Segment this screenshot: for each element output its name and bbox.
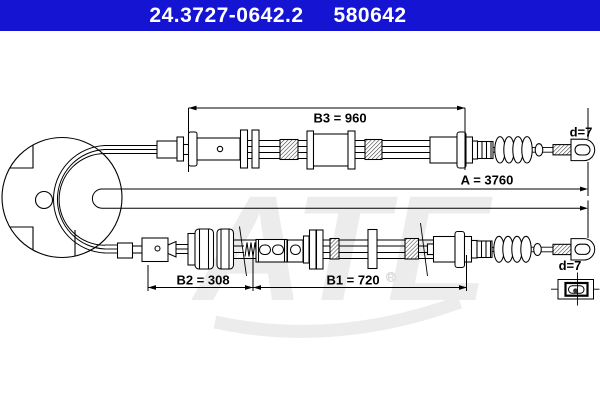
top-disc-2 [251, 129, 260, 169]
top-ferrule-hole [216, 145, 224, 153]
bottom-rod-bump [533, 242, 542, 257]
bottom-ribbed-stack [476, 240, 493, 259]
bottom-cable-run [105, 222, 596, 277]
d7-bottom-label: d=7 [559, 258, 582, 273]
bracket-disc [1, 136, 123, 259]
dimension-b2-label: B2 = 308 [176, 273, 229, 288]
bracket-hole [34, 190, 54, 210]
d7-top-label: d=7 [570, 125, 593, 140]
bottom-washer [302, 235, 310, 264]
top-threaded-rod [552, 144, 572, 156]
dimension-b3-label: B3 = 960 [313, 111, 366, 126]
top-cable-run [105, 129, 596, 170]
top-disc-1 [239, 129, 249, 169]
bottom-bellows [493, 235, 532, 263]
bottom-end-nipple-slot [574, 243, 591, 255]
bottom-taper [167, 240, 177, 258]
top-spacer-body [312, 133, 349, 167]
top-end-nipple-slot [574, 144, 591, 156]
top-spacer-flange-l [306, 130, 315, 170]
top-ribbed-stack [476, 140, 494, 160]
bottom-sleeve [116, 242, 134, 259]
dimension-a [91, 108, 589, 238]
spring-section [244, 242, 257, 257]
part-number-secondary: 580642 [333, 3, 407, 27]
turnbuckle-end [286, 239, 304, 263]
bottom-end-flange [454, 230, 466, 269]
dimension-b3 [188, 105, 466, 172]
top-flange [187, 131, 198, 167]
detail-hole [573, 288, 578, 294]
adjuster-washer [187, 232, 196, 266]
bottom-step-1 [463, 235, 473, 263]
adjuster-nut-2 [216, 228, 235, 270]
detail-inner-box [564, 281, 589, 297]
top-thin-cable [105, 145, 158, 154]
top-step-1 [465, 136, 474, 164]
dimension-b2-b1 [147, 252, 467, 291]
bottom-crimp-2 [404, 237, 420, 260]
bottom-disc-2 [315, 229, 324, 270]
top-spacer-flange-r [347, 130, 356, 170]
top-crimp-2 [364, 138, 383, 161]
top-sheath-end [429, 136, 458, 164]
dimension-a-label: A = 3760 [461, 173, 514, 188]
bottom-sheath-end [432, 235, 456, 263]
bottom-disc-1 [308, 229, 317, 270]
part-number-primary: 24.3727-0642.2 [149, 3, 304, 27]
header-bar: 24.3727-0642.2 580642 [0, 0, 600, 31]
bracket-plate [1, 136, 123, 259]
cable-u-bend [53, 145, 106, 254]
conduit-mark-2 [420, 222, 428, 277]
bottom-step-2 [470, 239, 478, 259]
top-neck [182, 143, 190, 156]
bottom-threaded-rod [552, 243, 572, 256]
bracket-notch-top [9, 145, 34, 169]
bottom-flange [367, 228, 378, 270]
end-fitting-detail [551, 272, 600, 306]
bottom-neck [131, 245, 143, 254]
top-washer [176, 136, 185, 162]
turnbuckle [255, 238, 288, 263]
bracket-notch-bottom [9, 226, 34, 250]
bottom-crimp-1 [329, 237, 340, 260]
conduit-mark-1 [239, 226, 247, 277]
bottom-stub [426, 243, 435, 256]
detail-slot [568, 285, 585, 294]
adjuster-nut-1 [194, 228, 215, 270]
top-rod-bump [534, 143, 544, 157]
bottom-ferrule-hole [154, 245, 161, 252]
svg-text:R: R [387, 273, 395, 284]
top-step-2 [471, 140, 479, 160]
top-bellows [494, 136, 533, 164]
top-sleeve [156, 140, 178, 159]
dimension-b1-label: B1 = 720 [326, 273, 379, 288]
top-crimp-1 [279, 138, 299, 161]
